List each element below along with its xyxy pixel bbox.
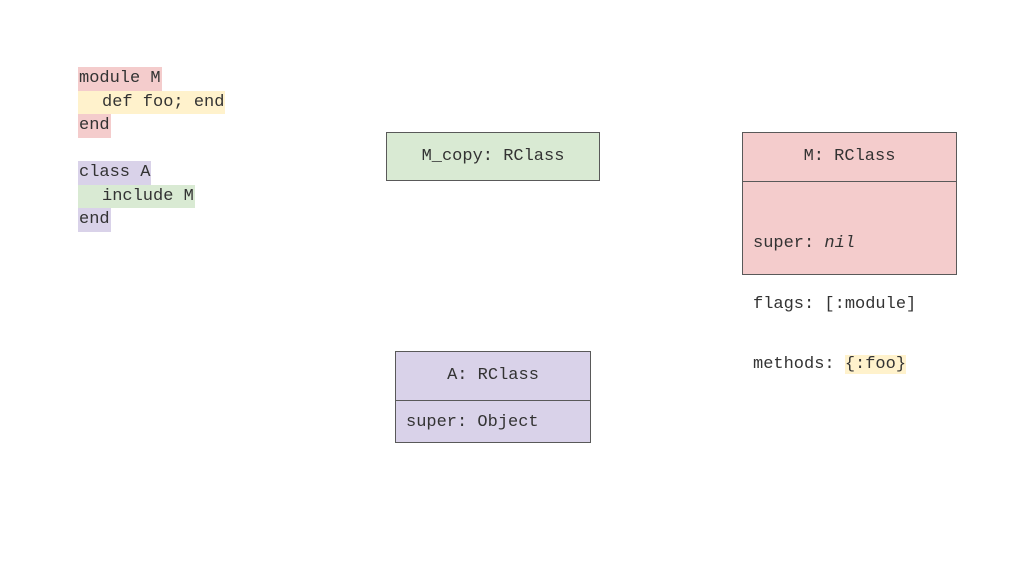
m-title: M: RClass [803,147,896,166]
m-super-field: super: nil [753,234,856,253]
m-fields: super: nil flags: [:module] methods: {:f… [743,181,956,374]
a-rclass-box: A: RClass super: Object [395,351,591,443]
m-flags-field: flags: [:module] [753,294,917,314]
a-fields: super: Object [396,400,590,442]
m-flags-value: [:module] [824,294,917,314]
m-copy-title: M_copy: RClass [421,147,565,166]
code-line-module: module M [78,67,225,91]
m-copy-rclass-box: M_copy: RClass [386,132,600,181]
code-blank-line [78,138,225,162]
m-rclass-box: M: RClass super: nil flags: [:module] me… [742,132,957,374]
code-line-class-end: end [78,208,225,232]
code-snippet: module M def foo; end end class A includ… [78,67,226,232]
m-super-value: nil [824,234,856,253]
m-methods-value: {:foo} [844,355,907,374]
a-super-label: super: [406,413,478,432]
code-line-module-end: end [78,114,225,138]
code-line-def: def foo; end [78,90,226,114]
a-title: A: RClass [447,366,539,385]
code-line-include: include M [78,184,225,208]
a-super-value: Object [477,413,539,432]
m-methods-field: methods: {:foo} [753,355,907,374]
code-line-class: class A [78,161,225,185]
